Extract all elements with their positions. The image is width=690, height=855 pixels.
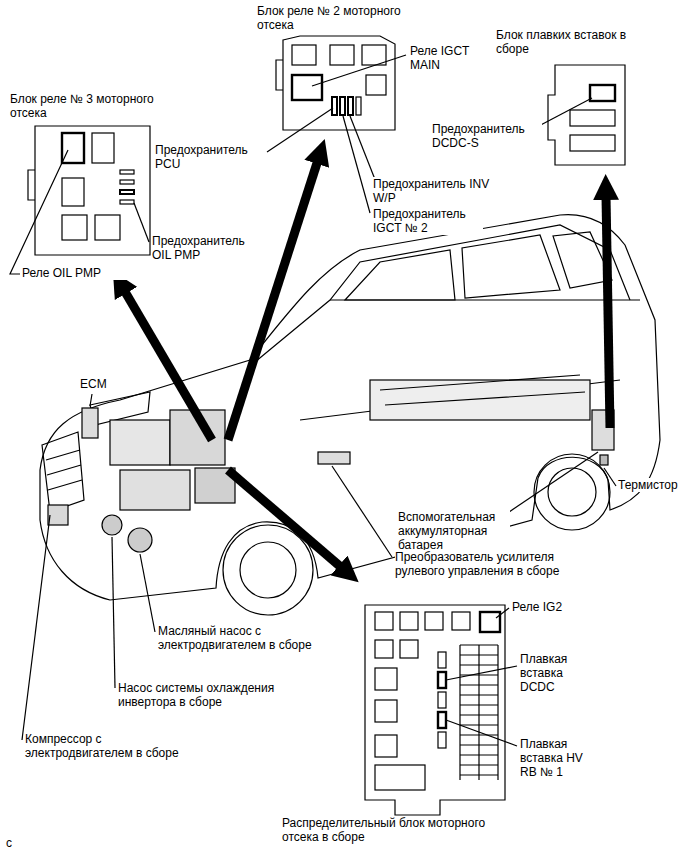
- callout-label: Плавкая вставка HV RB № 1: [520, 737, 592, 779]
- callout-label: Масляный насос с электродвигателем в сбо…: [158, 624, 338, 652]
- relay-block: Блок реле № 3 моторного отсека: [8, 90, 168, 260]
- block-title: Блок реле № 3 моторного отсека: [10, 92, 168, 120]
- callout-label: Реле IGCT MAIN: [410, 44, 490, 72]
- block-title: Блок реле № 2 моторного отсека: [257, 4, 417, 32]
- block-title: Распределительный блок моторного отсека …: [282, 816, 517, 844]
- callout-label: Предохранитель OIL PMP: [152, 234, 262, 262]
- callout-label: Предохранитель PCU: [155, 143, 265, 171]
- callout-label: c: [6, 836, 26, 850]
- callout-label: ECM: [80, 377, 120, 391]
- callout-label: Насос системы охлаждения инвертора в сбо…: [118, 681, 298, 709]
- block-title: Блок плавких вставок в сборе: [496, 28, 642, 56]
- relay-block: Блок реле № 2 моторного отсека: [255, 2, 420, 134]
- callout-label: Вспомогательная аккумуляторная батарея: [398, 510, 510, 552]
- callout-label: Плавкая вставка DCDC: [520, 652, 590, 694]
- callout-label: Реле OIL PMP: [22, 266, 142, 280]
- callout-label: Реле IG2: [512, 600, 592, 614]
- callout-label: Термистор: [618, 478, 686, 492]
- callout-label: Предохранитель IGCT № 2: [373, 207, 483, 235]
- callout-label: Предохранитель DCDC-S: [432, 122, 542, 150]
- callout-label: Компрессор с электродвигателем в сборе: [25, 732, 200, 760]
- callout-label: Предохранитель INV W/P: [373, 177, 508, 205]
- callout-label: Преобразователь усилителя рулевого управ…: [395, 550, 595, 578]
